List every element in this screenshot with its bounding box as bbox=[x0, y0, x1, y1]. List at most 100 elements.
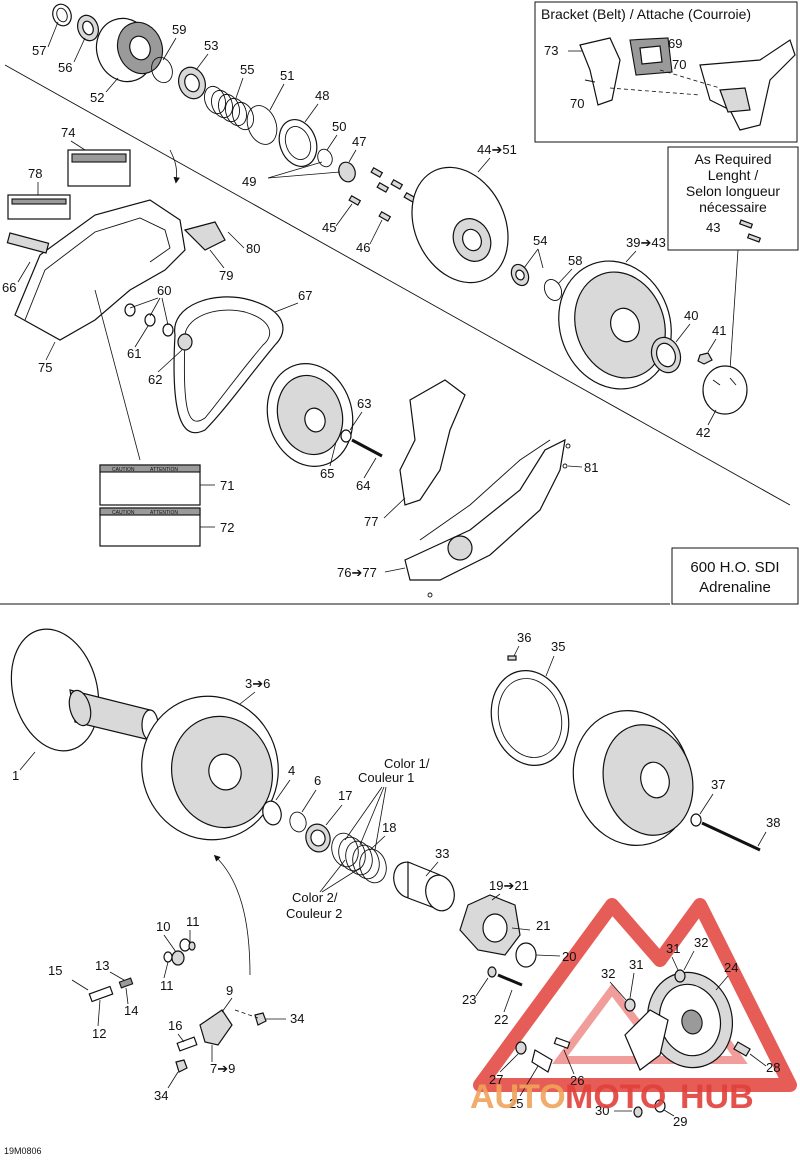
callout-55: 55 bbox=[240, 62, 254, 77]
callout-32b: 32 bbox=[694, 935, 708, 950]
callout-25: 25 bbox=[509, 1096, 523, 1111]
callout-80: 80 bbox=[246, 241, 260, 256]
callout-43: 43 bbox=[706, 220, 720, 235]
callout-56: 56 bbox=[58, 60, 72, 75]
decal-72: CAUTION ATTENTION bbox=[99, 507, 201, 547]
callout-13: 13 bbox=[95, 958, 109, 973]
color1-line2: Couleur 1 bbox=[358, 770, 414, 785]
svg-text:CAUTION: CAUTION bbox=[112, 467, 135, 473]
callout-19-21: 19➔21 bbox=[489, 878, 529, 893]
callout-11b: 11 bbox=[160, 978, 174, 993]
callout-17: 17 bbox=[338, 788, 352, 803]
callout-74: 74 bbox=[61, 125, 75, 140]
callout-15: 15 bbox=[48, 963, 62, 978]
callout-70a: 70 bbox=[672, 57, 686, 72]
callout-59: 59 bbox=[172, 22, 186, 37]
callout-39-43: 39➔43 bbox=[626, 235, 666, 250]
callout-37: 37 bbox=[711, 777, 725, 792]
callout-23: 23 bbox=[462, 992, 476, 1007]
lower-parts bbox=[10, 628, 761, 1118]
callout-45: 45 bbox=[322, 220, 336, 235]
callout-71: 71 bbox=[220, 478, 234, 493]
callout-38: 38 bbox=[766, 815, 780, 830]
callout-18: 18 bbox=[382, 820, 396, 835]
callout-60: 60 bbox=[157, 283, 171, 298]
callout-44-51: 44➔51 bbox=[477, 142, 517, 157]
callout-1: 1 bbox=[12, 768, 19, 783]
callout-64: 64 bbox=[356, 478, 370, 493]
callout-11a: 11 bbox=[186, 914, 200, 929]
callout-78: 78 bbox=[28, 166, 42, 181]
callout-81: 81 bbox=[584, 460, 598, 475]
model-badge-line2: Adrenaline bbox=[699, 579, 771, 596]
callout-33: 33 bbox=[435, 846, 449, 861]
callout-21: 21 bbox=[536, 918, 550, 933]
callout-46: 46 bbox=[356, 240, 370, 255]
callout-16: 16 bbox=[168, 1018, 182, 1033]
svg-text:ATTENTION: ATTENTION bbox=[150, 467, 178, 473]
drawing-code: 19M0806 bbox=[4, 1146, 42, 1156]
model-badge: 600 H.O. SDI Adrenaline bbox=[671, 547, 799, 605]
callout-72: 72 bbox=[220, 520, 234, 535]
callout-34b: 34 bbox=[154, 1088, 168, 1103]
callout-12: 12 bbox=[92, 1026, 106, 1041]
upper-parts: CAUTION ATTENTION CAUTION ATTENTION bbox=[6, 3, 748, 598]
callout-4: 4 bbox=[288, 763, 295, 778]
callout-27: 27 bbox=[489, 1072, 503, 1087]
callout-7-9: 7➔9 bbox=[210, 1061, 235, 1076]
callout-14: 14 bbox=[124, 1003, 138, 1018]
bracket-box: Bracket (Belt) / Attache (Courroie) 73 6… bbox=[534, 1, 798, 143]
note-line1: As Required bbox=[694, 151, 771, 167]
note-line4: nécessaire bbox=[699, 199, 767, 215]
note-line2: Lenght / bbox=[708, 167, 759, 183]
watermark-text: AUTO MOTO HUB bbox=[470, 1078, 754, 1116]
callout-35: 35 bbox=[551, 639, 565, 654]
callout-34a: 34 bbox=[290, 1011, 304, 1026]
callout-61: 61 bbox=[127, 346, 141, 361]
callout-31b: 31 bbox=[666, 941, 680, 956]
watermark-part3: HUB bbox=[680, 1078, 754, 1116]
callout-49: 49 bbox=[242, 174, 256, 189]
decal-71: CAUTION ATTENTION bbox=[99, 464, 201, 506]
callout-30: 30 bbox=[595, 1103, 609, 1118]
callout-10: 10 bbox=[156, 919, 170, 934]
color2-line2: Couleur 2 bbox=[286, 906, 342, 921]
callout-3-6: 3➔6 bbox=[245, 676, 270, 691]
callout-73: 73 bbox=[544, 43, 558, 58]
callout-70b: 70 bbox=[570, 96, 584, 111]
callout-40: 40 bbox=[684, 308, 698, 323]
callout-48: 48 bbox=[315, 88, 329, 103]
callout-65: 65 bbox=[320, 466, 334, 481]
callout-32a: 32 bbox=[601, 966, 615, 981]
callout-36: 36 bbox=[517, 630, 531, 645]
callout-41: 41 bbox=[712, 323, 726, 338]
callout-9: 9 bbox=[226, 983, 233, 998]
callout-63: 63 bbox=[357, 396, 371, 411]
upper-callouts: 57 56 52 59 53 55 51 48 50 47 49 74 78 4… bbox=[2, 21, 726, 580]
watermark-part2: MOTO bbox=[565, 1078, 666, 1116]
callout-22: 22 bbox=[494, 1012, 508, 1027]
callout-31a: 31 bbox=[629, 957, 643, 972]
callout-69: 69 bbox=[668, 36, 682, 51]
note-box: As Required Lenght / Selon longueur néce… bbox=[667, 146, 799, 371]
callout-47: 47 bbox=[352, 134, 366, 149]
callout-79: 79 bbox=[219, 268, 233, 283]
callout-26: 26 bbox=[570, 1073, 584, 1088]
callout-62: 62 bbox=[148, 372, 162, 387]
svg-text:CAUTION: CAUTION bbox=[112, 510, 135, 516]
note-line3: Selon longueur bbox=[686, 183, 781, 199]
callout-51: 51 bbox=[280, 68, 294, 83]
callout-54: 54 bbox=[533, 233, 547, 248]
callout-75: 75 bbox=[38, 360, 52, 375]
model-badge-line1: 600 H.O. SDI bbox=[690, 559, 779, 576]
callout-29: 29 bbox=[673, 1114, 687, 1129]
watermark-part1: AUTO bbox=[470, 1078, 566, 1116]
callout-67: 67 bbox=[298, 288, 312, 303]
callout-53: 53 bbox=[204, 38, 218, 53]
callout-6: 6 bbox=[314, 773, 321, 788]
bracket-box-title: Bracket (Belt) / Attache (Courroie) bbox=[541, 6, 751, 22]
color2-line1: Color 2/ bbox=[292, 890, 338, 905]
callout-76-77: 76➔77 bbox=[337, 565, 377, 580]
callout-42: 42 bbox=[696, 425, 710, 440]
